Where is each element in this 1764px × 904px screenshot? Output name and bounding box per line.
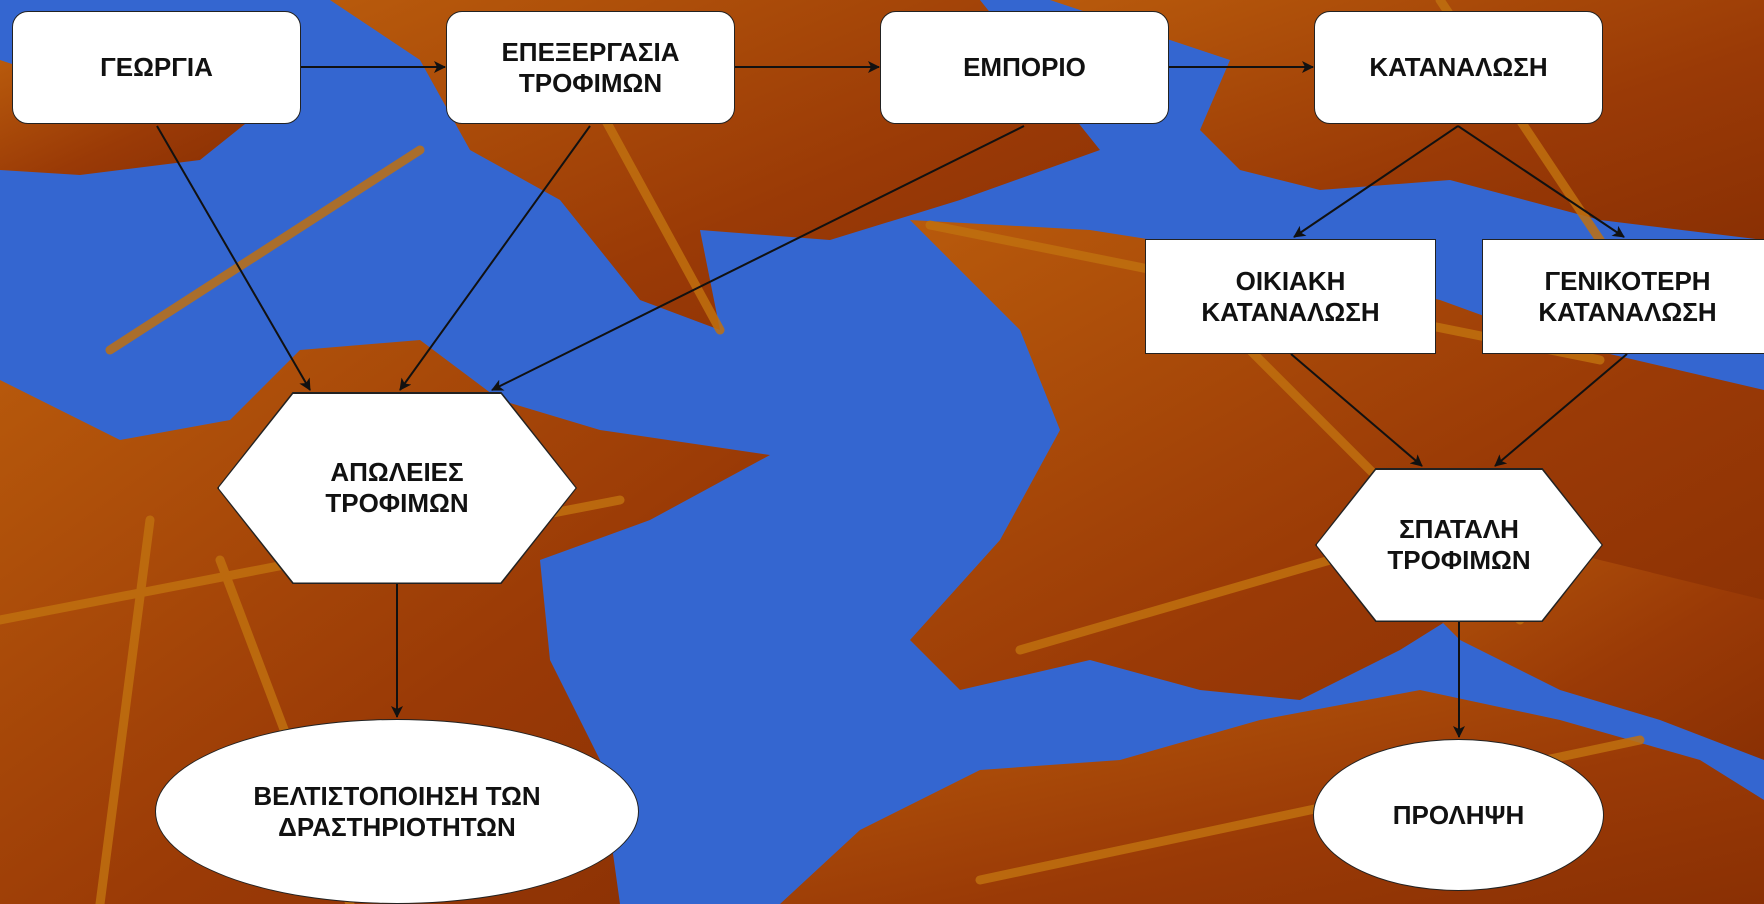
node-katanalosi-label: ΚΑΤΑΝΑΛΩΣΗ bbox=[1369, 52, 1548, 82]
edge-genikoteri-to-spatali bbox=[1494, 353, 1628, 467]
edge-emporio-to-apoleies bbox=[491, 125, 1025, 391]
node-veltistopoiisi-drastiriotiton-label: ΒΕΛΤΙΣΤΟΠΟΙΗΣΗ ΤΩΝ ΔΡΑΣΤΗΡΙΟΤΗΤΩΝ bbox=[253, 780, 541, 842]
node-apoleies-trofimon: ΑΠΩΛΕΙΕΣ ΤΡΟΦΙΜΩΝ bbox=[217, 392, 577, 584]
node-apoleies-trofimon-label: ΑΠΩΛΕΙΕΣ ΤΡΟΦΙΜΩΝ bbox=[218, 393, 576, 583]
node-oikiaki-katanalosi-label: ΟΙΚΙΑΚΗ ΚΑΤΑΝΑΛΩΣΗ bbox=[1201, 265, 1380, 327]
node-veltistopoiisi-drastiriotiton: ΒΕΛΤΙΣΤΟΠΟΙΗΣΗ ΤΩΝ ΔΡΑΣΤΗΡΙΟΤΗΤΩΝ bbox=[155, 719, 639, 904]
edge-epexergasia-to-apoleies bbox=[399, 125, 591, 391]
node-genikoteri-katanalosi: ΓΕΝΙΚΟΤΕΡΗ ΚΑΤΑΝΑΛΩΣΗ bbox=[1482, 239, 1764, 354]
node-oikiaki-katanalosi: ΟΙΚΙΑΚΗ ΚΑΤΑΝΑΛΩΣΗ bbox=[1145, 239, 1436, 354]
edge-katanalosi-to-oikiaki bbox=[1293, 125, 1459, 238]
node-spatali-trofimon: ΣΠΑΤΑΛΗ ΤΡΟΦΙΜΩΝ bbox=[1315, 468, 1603, 622]
node-georgia-label: ΓΕΩΡΓΙΑ bbox=[100, 52, 213, 82]
node-spatali-trofimon-label: ΣΠΑΤΑΛΗ ΤΡΟΦΙΜΩΝ bbox=[1316, 469, 1602, 621]
node-emporio: ΕΜΠΟΡΙΟ bbox=[880, 11, 1169, 124]
edge-oikiaki-to-spatali bbox=[1290, 353, 1423, 467]
node-prolipsi-label: ΠΡΟΛΗΨΗ bbox=[1392, 799, 1525, 830]
node-prolipsi: ΠΡΟΛΗΨΗ bbox=[1313, 739, 1604, 891]
node-katanalosi: ΚΑΤΑΝΑΛΩΣΗ bbox=[1314, 11, 1603, 124]
node-epexergasia-trofimon: ΕΠΕΞΕΡΓΑΣΙΑ ΤΡΟΦΙΜΩΝ bbox=[446, 11, 735, 124]
node-georgia: ΓΕΩΡΓΙΑ bbox=[12, 11, 301, 124]
leaf-vein bbox=[1015, 555, 1335, 655]
node-genikoteri-katanalosi-label: ΓΕΝΙΚΟΤΕΡΗ ΚΑΤΑΝΑΛΩΣΗ bbox=[1538, 265, 1717, 327]
leaf-vein bbox=[95, 515, 155, 904]
edge-katanalosi-to-genikoteri bbox=[1457, 125, 1625, 238]
edge-georgia-to-apoleies bbox=[156, 125, 311, 391]
leaf-vein bbox=[595, 105, 725, 335]
node-epexergasia-trofimon-label: ΕΠΕΞΕΡΓΑΣΙΑ ΤΡΟΦΙΜΩΝ bbox=[501, 36, 680, 98]
leaf-vein bbox=[105, 145, 425, 355]
node-emporio-label: ΕΜΠΟΡΙΟ bbox=[963, 52, 1086, 82]
